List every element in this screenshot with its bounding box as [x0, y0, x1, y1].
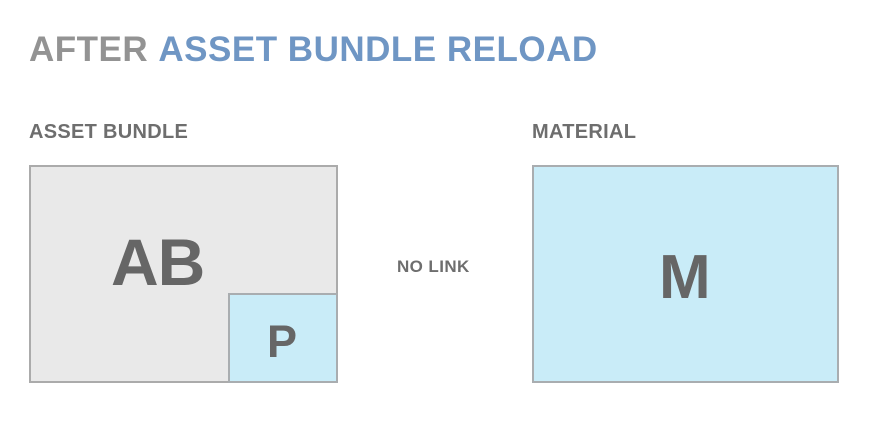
section-label-asset-bundle: ASSET BUNDLE: [29, 121, 189, 143]
asset-bundle-box: AB: [29, 165, 338, 383]
title-accent: ASSET BUNDLE RELOAD: [158, 30, 598, 69]
prefab-box-letter: P: [267, 316, 298, 367]
material-box: M: [532, 165, 839, 383]
material-box-letter: M: [659, 243, 711, 312]
page-title: AFTER ASSET BUNDLE RELOAD: [29, 32, 598, 67]
title-prefix: AFTER: [29, 30, 149, 69]
section-label-material: MATERIAL: [532, 121, 637, 143]
no-link-label: NO LINK: [397, 257, 470, 276]
asset-bundle-box-letter: AB: [111, 225, 205, 299]
prefab-box: P: [228, 293, 338, 383]
